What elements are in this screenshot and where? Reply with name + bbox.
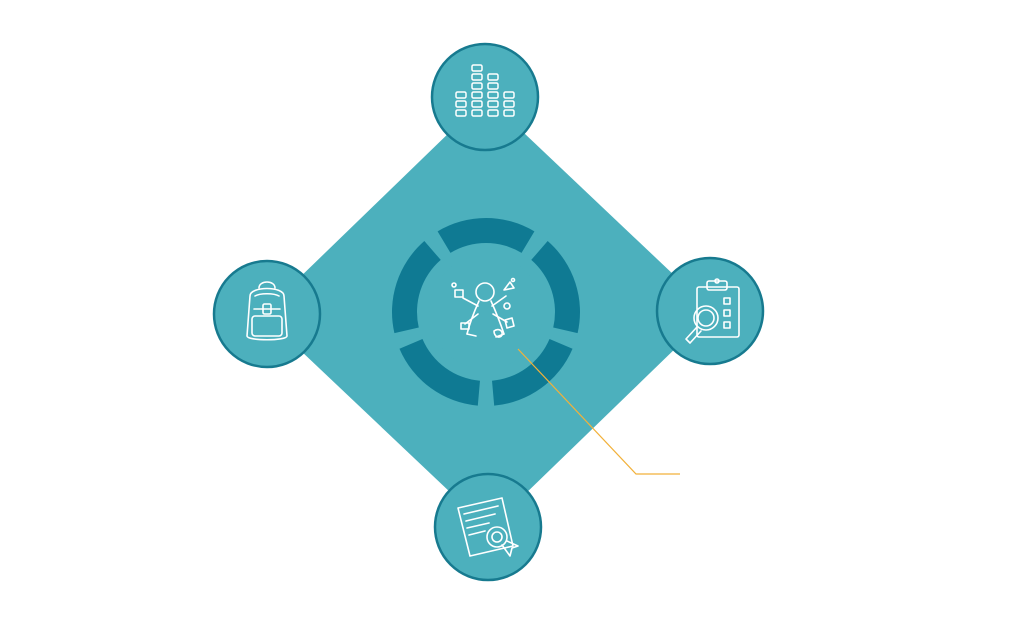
certificate-icon: [457, 497, 519, 557]
ring-segment: [391, 241, 441, 334]
node-top: [430, 42, 540, 152]
backpack-icon: [246, 281, 288, 341]
bar-block: [471, 82, 483, 90]
bar-block: [455, 100, 467, 108]
node-left: [212, 259, 322, 369]
callout-line: [517, 348, 680, 475]
bar-block: [455, 91, 467, 99]
node-bottom-circle: [433, 472, 543, 582]
bar-block: [503, 91, 515, 99]
ring-segment: [531, 241, 580, 334]
bar-block: [471, 73, 483, 81]
node-bottom: [433, 472, 543, 582]
bar-block: [471, 91, 483, 99]
bar-block: [471, 64, 483, 72]
bar-block: [471, 100, 483, 108]
ring-segment: [399, 338, 480, 406]
ring-segment: [437, 218, 535, 253]
bar-block: [487, 91, 499, 99]
bar-block: [487, 73, 499, 81]
bar-chart-icon: [455, 64, 515, 117]
checklist-magnifier-icon: [685, 278, 740, 344]
bar-block: [503, 109, 515, 117]
bar-block: [455, 109, 467, 117]
ring-segment: [492, 338, 573, 406]
node-top-circle: [430, 42, 540, 152]
center-core: [429, 255, 543, 369]
multitasking-person-icon: [451, 277, 516, 338]
bar-block: [487, 100, 499, 108]
bar-block: [471, 109, 483, 117]
center-ring: [391, 218, 580, 406]
bar-block: [487, 82, 499, 90]
bar-block: [503, 100, 515, 108]
bar-block: [487, 109, 499, 117]
node-right: [655, 256, 765, 366]
